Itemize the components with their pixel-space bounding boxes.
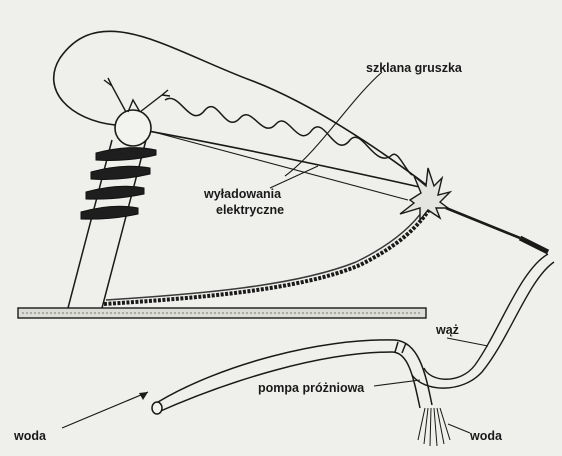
water-spray	[418, 408, 450, 446]
discharge-spike	[400, 168, 450, 220]
water-in-arrowhead	[139, 392, 148, 400]
vacuum-pump	[152, 340, 432, 414]
label-pump: pompa próżniowa	[258, 381, 365, 395]
label-discharge-1: wyładowania	[203, 187, 282, 201]
glass-bulb	[54, 31, 433, 190]
label-discharge-2: elektryczne	[216, 203, 284, 217]
label-water-in: woda	[13, 429, 47, 443]
insulator-column	[68, 140, 156, 308]
label-water-out: woda	[469, 429, 503, 443]
wavy-discharge	[165, 98, 412, 175]
ground-discharge	[104, 203, 432, 304]
label-bulb: szklana gruszka	[366, 61, 463, 75]
water-out-leader-line	[448, 424, 470, 433]
electrode-sphere	[115, 110, 151, 146]
hose	[412, 254, 554, 388]
hose-leader-line	[447, 338, 488, 346]
label-hose: wąż	[435, 323, 459, 337]
water-in-arrow-line	[62, 392, 148, 428]
pump-leader-line	[374, 380, 420, 386]
ground-plate	[18, 308, 426, 318]
tube	[446, 208, 548, 252]
human-figure	[104, 78, 170, 112]
